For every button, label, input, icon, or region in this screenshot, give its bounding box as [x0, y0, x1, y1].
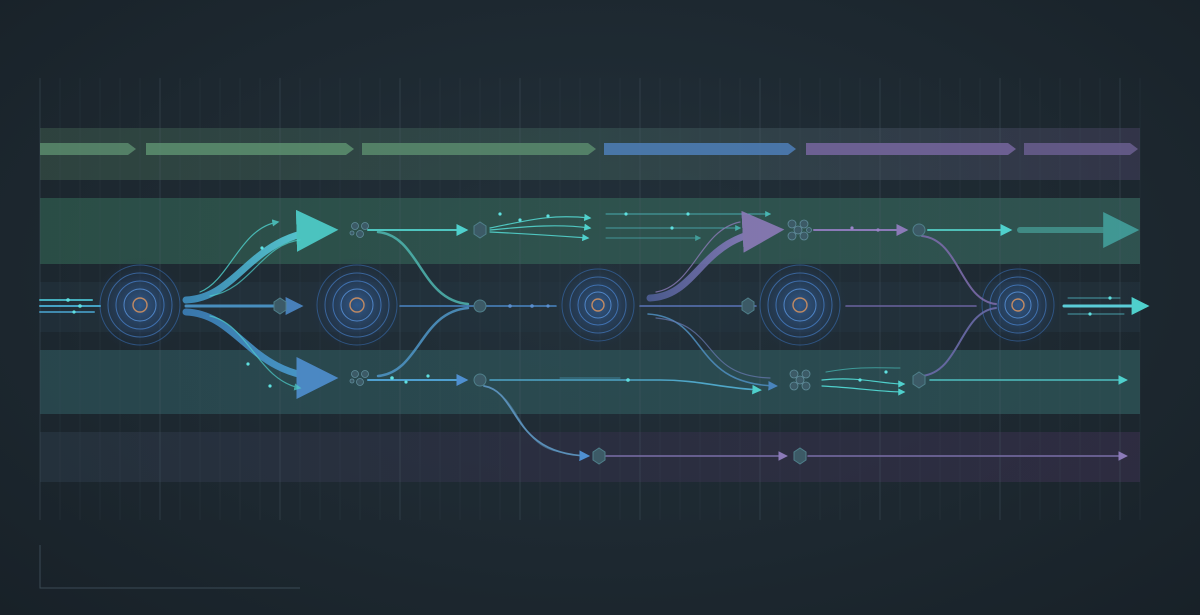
hubs: [92, 257, 1062, 353]
cluster-node-icon: [787, 219, 812, 241]
flow-upper-branch: [182, 209, 339, 304]
junction-node-icon: [793, 447, 807, 465]
flow-drop-bottom-thin: [489, 387, 561, 453]
lane-band-bottom: [40, 432, 1140, 482]
cluster-node-icon: [349, 370, 369, 386]
stage-bar-arrow-4: [604, 143, 796, 155]
radial-hub-icon: [974, 261, 1062, 349]
junction-node-icon: [473, 373, 487, 387]
flow-lower-lane: [489, 379, 762, 395]
stage-bar-arrow-5: [806, 143, 1016, 155]
flow-merge-down: [921, 235, 997, 305]
stage-bar-arrow-2: [146, 143, 354, 155]
junction-node-icon: [473, 299, 487, 313]
flow-lower-right: [821, 378, 906, 388]
flow-upper-branch-thin: [209, 239, 301, 297]
flow-lower-right: [821, 385, 906, 396]
junction-node-icon: [273, 297, 287, 315]
flow-merge-up: [921, 307, 997, 377]
flow-a-down: [376, 230, 470, 306]
junction-nodes: [273, 221, 926, 465]
radial-hub-icon: [554, 261, 642, 349]
lane-band-lower: [40, 350, 1140, 414]
junction-node-icon: [912, 223, 926, 237]
flow-fan-upper: [489, 213, 592, 229]
flow-lower-fall: [655, 317, 771, 379]
flow-b-up: [376, 306, 470, 378]
cluster-node-icon: [349, 222, 369, 238]
stage-bar-arrow-1: [40, 143, 136, 155]
junction-node-icon: [592, 447, 606, 465]
flow-lower-right: [825, 367, 901, 373]
stage-bar-arrow-3: [362, 143, 596, 155]
flow-lower-branch-thin: [209, 315, 302, 391]
corner-bracket: [39, 545, 300, 589]
junction-node-icon: [473, 221, 487, 239]
flow-fan-upper: [489, 223, 592, 231]
flow-fan-upper: [489, 231, 590, 242]
cluster-node-icon: [789, 369, 811, 391]
flow-purple-rise: [646, 210, 785, 302]
stage-bars: [40, 143, 1138, 155]
cluster-nodes: [349, 219, 812, 391]
flow-purple-rise-thin: [655, 221, 741, 293]
junction-node-icon: [741, 297, 755, 315]
radial-hub-icon: [309, 257, 405, 353]
flow-lower-fall: [647, 313, 778, 391]
junction-node-icon: [912, 371, 926, 389]
stage-bar-arrow-6: [1024, 143, 1138, 155]
radial-hub-icon: [92, 257, 188, 353]
flow-upper-branch-thin: [199, 219, 280, 293]
radial-hub-icon: [752, 257, 848, 353]
particles: [66, 212, 1112, 388]
